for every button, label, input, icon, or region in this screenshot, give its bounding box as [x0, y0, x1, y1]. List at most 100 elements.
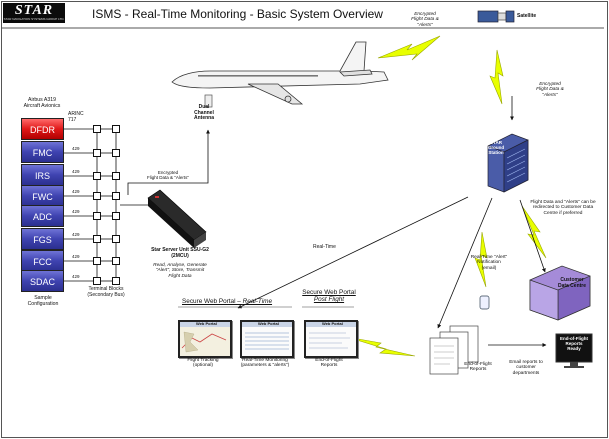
report-thumbnail-icon	[309, 332, 350, 349]
satellite-uplink-label: Encrypted Flight Data & "Alerts"	[411, 12, 439, 28]
terminal-block	[112, 212, 120, 220]
flight-tracking-label: Flight Tracking (optional)	[187, 358, 219, 369]
avionics-fcc-label: FCC	[33, 257, 52, 267]
ssu-to-antenna-line	[127, 129, 210, 195]
arrow-ground-customer	[519, 199, 546, 273]
ssu-encrypted-label: Encrypted Flight Data & "Alerts"	[147, 170, 189, 181]
terminal-block	[112, 257, 120, 265]
bolt-portal-reports	[346, 336, 416, 357]
sample-config-label: Sample Configuration	[27, 295, 59, 307]
avionics-dfdr-label: DFDR	[30, 125, 55, 135]
terminal-block	[93, 192, 101, 200]
flight-tracking-screen: Web Portal	[178, 320, 232, 358]
avionics-fgs-label: FGS	[33, 235, 52, 245]
ground-station-label: STAR Ground Station	[487, 140, 505, 156]
bolt-aircraft-satellite	[377, 35, 441, 61]
terminal-block	[93, 149, 101, 157]
terminal-block	[112, 235, 120, 243]
customer-data-centre-label: Customer Data Centre	[557, 277, 587, 289]
star-logo: STAR STAR NAVIGATION SYSTEMS GROUP LTD.	[3, 3, 65, 23]
bus-label-fwc: 429	[72, 189, 80, 194]
monitoring-screen: Web Portal	[240, 320, 294, 358]
table-thumbnail-icon	[245, 332, 289, 350]
monitoring-label: Real-Time Monitoring (parameters & "aler…	[240, 358, 290, 369]
ssu-title: Star Server Unit SSU-G2 (2MCU)	[151, 247, 209, 259]
bus-label-fgs: 429	[72, 232, 80, 237]
postflight-portal-title: Secure Web Portal Post Flight	[296, 289, 362, 303]
aircraft-windows	[198, 75, 318, 77]
email-reports-label: Email reports to customer departments	[509, 360, 543, 376]
bus-label-sdac: 429	[72, 274, 80, 279]
alert-notification-label: Real-Time "Alert" Notification (email)	[470, 255, 508, 271]
terminal-block	[112, 125, 120, 133]
bolt-ground-down	[474, 231, 488, 288]
terminal-block	[93, 257, 101, 265]
customer-building	[529, 265, 591, 321]
terminal-block	[112, 172, 120, 180]
avionics-adc: ADC	[21, 205, 64, 227]
avionics-fwc-label: FWC	[32, 192, 53, 202]
terminal-block	[93, 212, 101, 220]
postflight-portal-title-line2: Post Flight	[313, 296, 345, 304]
screen-brand-3: Web Portal	[322, 321, 343, 326]
realtime-portal-title-emph: Real-Time	[242, 298, 273, 305]
screen-brand-1: Web Portal	[196, 321, 217, 326]
terminal-block	[112, 277, 120, 285]
satellite-illustration	[477, 10, 515, 23]
avionics-fgs: FGS	[21, 228, 64, 250]
terminal-block	[112, 149, 120, 157]
realtime-label: Real-Time	[313, 244, 336, 250]
avionics-irs-label: IRS	[34, 171, 50, 181]
terminal-block	[93, 235, 101, 243]
satellite-downlink-label: Encrypted Flight Data & "Alerts"	[536, 82, 564, 98]
ssu-description: Read, Analyse, Generate "Alert", Store, …	[153, 263, 207, 279]
avionics-fcc: FCC	[21, 250, 64, 272]
postflight-portal-title-line1: Secure Web Portal	[302, 289, 356, 296]
arrow-ground-reports	[437, 197, 493, 329]
ground-station-building	[487, 133, 529, 193]
bolt-satellite-ground	[489, 49, 504, 105]
avionics-sdac-label: SDAC	[29, 277, 55, 287]
bolt-ground-customer	[521, 205, 547, 259]
page-title: ISMS - Real-Time Monitoring - Basic Syst…	[92, 7, 383, 21]
terminal-block	[93, 277, 101, 285]
terminal-blocks-label: Terminal Blocks (Secondary Bus)	[87, 286, 125, 298]
screen-brand-2: Web Portal	[258, 321, 279, 326]
terminal-block	[93, 125, 101, 133]
antenna-shape	[204, 94, 213, 108]
avionics-fmc-label: FMC	[32, 148, 53, 158]
terminal-block	[112, 192, 120, 200]
logo-subtext: STAR NAVIGATION SYSTEMS GROUP LTD.	[3, 17, 65, 21]
avionics-irs: IRS	[21, 164, 64, 186]
portal-eof-label: End-of-Flight Reports	[315, 358, 343, 369]
bus-label-irs: 429	[72, 169, 80, 174]
terminal-block	[93, 172, 101, 180]
avionics-sdac: SDAC	[21, 270, 64, 292]
reports-stack	[429, 325, 479, 375]
eof-reports-label: End-of-Flight Reports	[464, 362, 492, 373]
bus-label-adc: 429	[72, 209, 80, 214]
arrow-ground-portal	[237, 196, 469, 309]
bus-label-fcc: 429	[72, 254, 80, 259]
aircraft-illustration	[171, 41, 389, 105]
realtime-portal-title: Secure Web Portal – Real-Time	[182, 298, 272, 305]
antenna-label: Dual Channel Antenna	[194, 104, 214, 122]
wireless-bolts	[346, 35, 547, 357]
avionics-label: Airbus A319 Aircraft Avionics	[23, 97, 61, 109]
satellite-label: Satellite	[517, 13, 537, 19]
email-device	[479, 295, 490, 310]
ssu-device	[147, 189, 207, 248]
realtime-portal-title-prefix: Secure Web Portal –	[182, 298, 243, 305]
logo-word: STAR	[14, 3, 54, 18]
avionics-adc-label: ADC	[32, 212, 52, 222]
map-thumbnail-icon	[181, 331, 227, 353]
avionics-fmc: FMC	[21, 141, 64, 163]
avionics-dfdr: DFDR	[21, 118, 64, 140]
avionics-fwc: FWC	[21, 185, 64, 207]
redirect-note: Flight Data and "Alerts" can be redirect…	[530, 200, 596, 216]
bus-label-fmc: 429	[72, 146, 80, 151]
reports-ready-label: End-of-Flight Reports Ready	[560, 336, 588, 352]
ready-monitor	[555, 333, 593, 368]
eof-screen: Web Portal	[304, 320, 358, 358]
